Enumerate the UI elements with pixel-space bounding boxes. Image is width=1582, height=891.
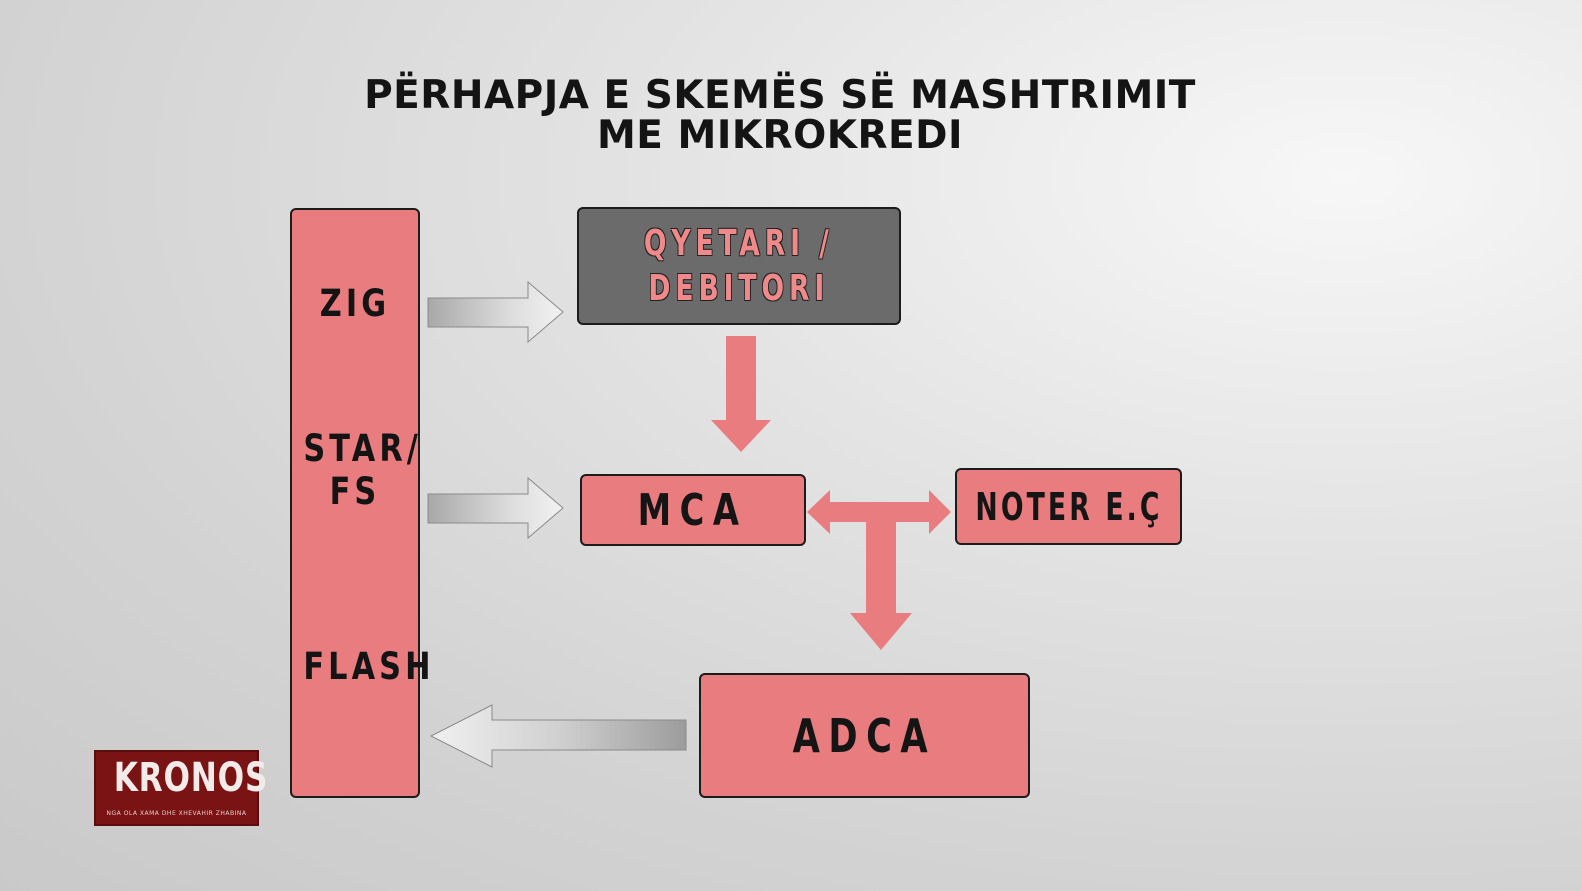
lender-zig-label: ZIG — [319, 282, 391, 325]
logo-tagline: NGA OLA XAMA DHE XHEVAHIR ZHABINA — [106, 810, 247, 817]
logo-name: KRONOS — [113, 755, 269, 801]
arrow-right-icon — [427, 280, 564, 344]
qyetari-debitori-box: QYETARI / DEBITORI — [577, 207, 901, 325]
noter-box: NOTER E.Ç — [955, 468, 1182, 545]
diagram-title-line1: PËRHAPJA E SKEMËS SË MASHTRIMIT — [364, 73, 1196, 118]
lenders-column: ZIG STAR/ FS FLASH — [290, 208, 435, 798]
adca-label: ADCA — [792, 708, 937, 763]
qyetari-debitori-label: QYETARI / DEBITORI — [644, 223, 834, 309]
mca-label: MCA — [638, 484, 748, 536]
kronos-logo: KRONOS NGA OLA XAMA DHE XHEVAHIR ZHABINA — [94, 750, 269, 826]
arrow-down-icon — [711, 336, 771, 452]
lender-star-fs-label: STAR/ FS — [303, 427, 422, 513]
arrow-bidirectional-icon — [807, 490, 951, 534]
lender-flash-label: FLASH — [303, 645, 435, 688]
arrow-left-icon — [429, 704, 687, 768]
noter-label: NOTER E.Ç — [974, 484, 1163, 529]
diagram-title-line2: ME MIKROKREDI — [596, 113, 964, 158]
arrow-down-icon — [850, 520, 912, 650]
mca-box: MCA — [580, 474, 806, 546]
arrow-right-icon — [427, 476, 564, 540]
adca-box: ADCA — [699, 673, 1030, 798]
